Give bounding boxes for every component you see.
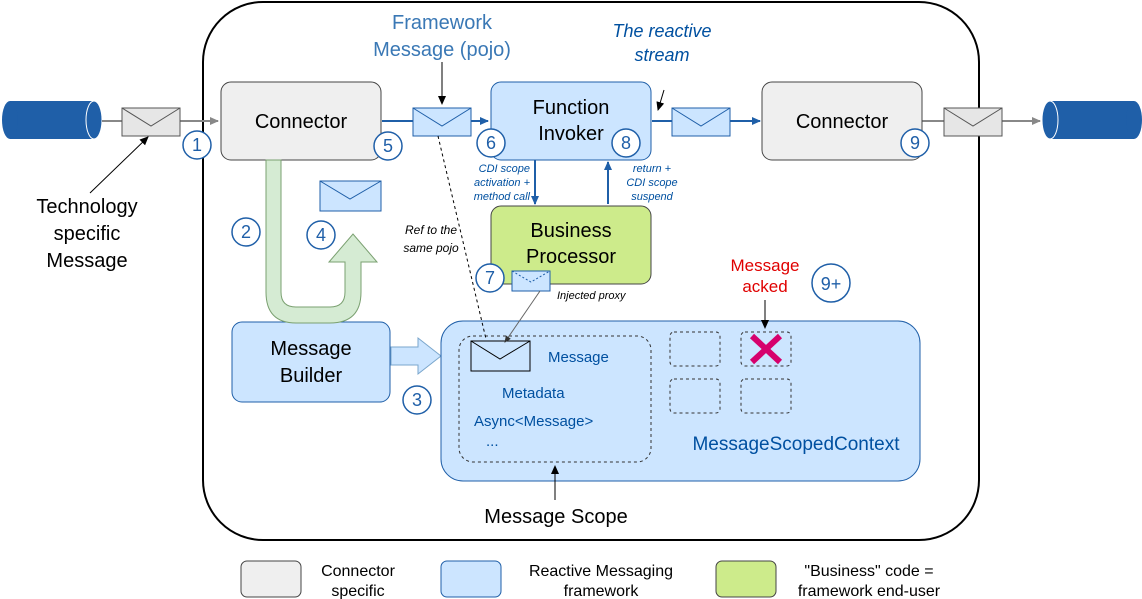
context-slot-1	[669, 331, 721, 367]
step-1-circle	[182, 130, 212, 160]
function-invoker-box	[490, 81, 652, 161]
context-slot-2	[740, 331, 792, 367]
technology-message-label-2: specific	[54, 223, 121, 245]
step-8-label: 8	[621, 133, 631, 153]
legend-framework-swatch	[440, 560, 502, 598]
connector-right-label: Connector	[796, 111, 889, 133]
step-8-circle	[611, 128, 641, 158]
step-7-label: 7	[485, 268, 495, 288]
envelope-in-scope	[470, 340, 531, 372]
step-7-circle	[475, 263, 505, 293]
reactive-stream-pointer	[656, 89, 665, 111]
step-4-label: 4	[316, 225, 326, 245]
context-slot-4	[740, 378, 792, 414]
framework-message-title-2: Message (pojo)	[373, 39, 511, 61]
step-3-label: 3	[412, 390, 422, 410]
step-3-circle	[402, 385, 432, 415]
message-builder-label-1: Message	[270, 338, 351, 360]
build-u-arrow	[265, 159, 379, 324]
step-1-label: 1	[192, 135, 202, 155]
envelope-framework	[412, 107, 472, 137]
function-invoker-label-2: Invoker	[538, 123, 604, 145]
cdi-activation-1: CDI scope	[479, 163, 530, 175]
proxy-to-scope-line	[504, 290, 541, 343]
legend-connector-1: Connector	[321, 563, 395, 580]
technology-message-label-3: Message	[46, 250, 127, 272]
business-processor-box	[490, 205, 652, 285]
connector-left-box	[220, 81, 382, 161]
step-9plus-circle	[811, 263, 851, 303]
scope-message-label: Message	[548, 349, 609, 366]
framework-message-title-1: Framework	[392, 12, 493, 34]
injected-proxy-label: Injected proxy	[557, 290, 627, 302]
message-builder-label-2: Builder	[280, 365, 343, 387]
message-scope-label: Message Scope	[484, 506, 627, 528]
envelope-built	[319, 180, 382, 212]
scope-ellipsis-label: ...	[486, 433, 499, 450]
step-2-circle	[231, 217, 261, 247]
legend-framework-2: framework	[564, 583, 640, 599]
scope-metadata-label: Metadata	[502, 385, 565, 402]
envelope-out	[943, 107, 1003, 137]
step-circles	[182, 128, 930, 415]
reactive-stream-title-1: The reactive	[612, 21, 711, 41]
envelope-proxy	[511, 270, 551, 292]
message-scoped-context-label: MessageScopedContext	[692, 434, 900, 455]
step-9plus-label: 9+	[821, 274, 842, 294]
envelope-in	[121, 107, 181, 137]
left-pipe	[2, 100, 103, 140]
return-suspend-2: CDI scope	[626, 177, 677, 189]
technology-message-label-1: Technology	[36, 196, 137, 218]
message-acked-2: acked	[742, 277, 787, 296]
legend-business-2: framework end-user	[798, 583, 941, 599]
step-5-label: 5	[383, 136, 393, 156]
legend-business-swatch	[715, 560, 777, 598]
step-4-circle	[306, 220, 336, 250]
step-5-circle	[373, 131, 403, 161]
ref-pojo-line	[437, 135, 487, 340]
return-suspend-1: return +	[633, 163, 672, 175]
ref-same-pojo-2: same pojo	[403, 241, 459, 255]
cdi-activation-3: method call	[474, 191, 531, 203]
step-9-circle	[900, 128, 930, 158]
legend-connector-2: specific	[331, 583, 384, 599]
legend-framework-1: Reactive Messaging	[529, 563, 673, 580]
return-suspend-3: suspend	[631, 191, 673, 203]
connector-left-label: Connector	[255, 111, 348, 133]
legend	[240, 560, 777, 598]
cdi-activation-2: activation +	[474, 177, 531, 189]
legend-connector-swatch	[240, 560, 302, 598]
business-processor-label-2: Processor	[526, 246, 616, 268]
message-scope-region	[458, 335, 652, 463]
step-6-label: 6	[486, 133, 496, 153]
message-acked-1: Message	[731, 256, 800, 275]
technology-message-pointer	[89, 136, 149, 194]
right-pipe	[1041, 100, 1142, 140]
envelope-stream	[671, 107, 731, 137]
reactive-stream-title-2: stream	[634, 45, 689, 65]
step-9-label: 9	[910, 133, 920, 153]
message-builder-box	[231, 321, 391, 403]
function-invoker-label-1: Function	[533, 97, 610, 119]
connector-right-box	[761, 81, 923, 161]
ref-same-pojo-1: Ref to the	[405, 223, 457, 237]
message-scoped-context-box	[440, 320, 921, 482]
acked-x-icon	[749, 333, 783, 365]
step-6-circle	[476, 128, 506, 158]
context-slot-3	[669, 378, 721, 414]
scope-async-label: Async<Message>	[474, 413, 593, 430]
builder-to-scope-arrow	[390, 336, 442, 376]
legend-business-1: "Business" code =	[804, 563, 933, 580]
business-processor-label-1: Business	[530, 220, 611, 242]
step-2-label: 2	[241, 222, 251, 242]
